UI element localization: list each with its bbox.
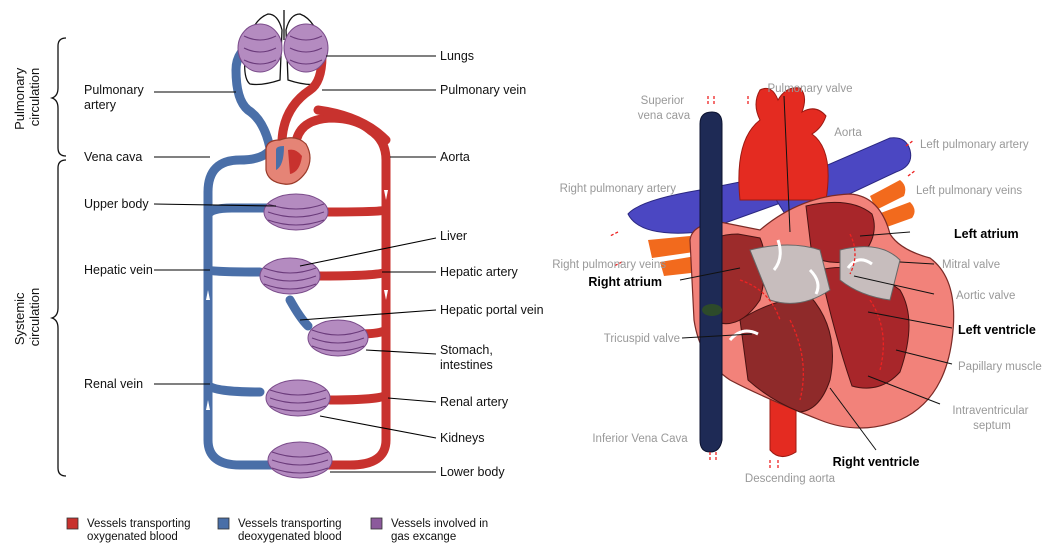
label-renal-artery: Renal artery [440,395,509,409]
label-pulmonary-artery: Pulmonary artery [84,83,147,112]
label-lower-body: Lower body [440,465,505,479]
label-hepatic-vein: Hepatic vein [84,263,153,277]
label-right-pulmonary-artery: Right pulmonary artery [560,183,677,195]
upper-body-capillaries [264,194,328,230]
label-left-pulmonary-veins: Left pulmonary veins [916,185,1022,197]
label-intraventricular-septum: Intraventricular septum [952,405,1031,432]
label-liver: Liver [440,229,467,243]
label-pulmonary-valve: Pulmonary valve [767,83,852,95]
label-descending-aorta: Descending aorta [745,473,836,485]
legend-label-oxygenated: Vessels transporting oxygenated blood [87,518,194,543]
label-upper-body: Upper body [84,197,149,211]
legend: Vessels transporting oxygenated blood Ve… [67,518,491,543]
label-tricuspid-valve: Tricuspid valve [604,333,680,345]
lower-body-capillaries [268,442,332,478]
label-lungs: Lungs [440,49,474,63]
label-right-ventricle: Right ventricle [833,455,920,469]
legend-swatch-gas-exchange [371,518,382,529]
label-mitral-valve: Mitral valve [942,259,1000,271]
label-aortic-valve: Aortic valve [956,290,1015,302]
label-right-pulmonary-veins: Right pulmonary veins [552,259,666,271]
label-left-atrium: Left atrium [954,227,1019,241]
pulmonary-label: Pulmonary circulation [12,64,42,130]
label-left-pulmonary-artery: Left pulmonary artery [920,139,1029,151]
kidneys-capillaries [266,380,330,416]
legend-label-gas-exchange: Vessels involved in gas excange [391,518,491,543]
legend-swatch-deoxygenated [218,518,229,529]
label-vena-cava: Vena cava [84,150,142,164]
pulmonary-brace [52,38,66,156]
label-renal-vein: Renal vein [84,377,143,391]
label-left-ventricle: Left ventricle [958,323,1036,337]
label-right-atrium: Right atrium [588,275,662,289]
systemic-brace [52,160,66,476]
legend-label-deoxygenated: Vessels transporting deoxygenated blood [238,518,345,543]
label-stomach-intestines: Stomach, intestines [440,343,496,372]
systemic-label: Systemic circulation [12,288,42,347]
stomach-capillaries [308,320,368,356]
label-inferior-vena-cava: Inferior Vena Cava [592,433,688,445]
label-pulmonary-vein: Pulmonary vein [440,83,526,97]
label-aorta: Aorta [440,150,470,164]
label-hepatic-artery: Hepatic artery [440,265,519,279]
lungs-capillaries [238,24,328,72]
label-papillary-muscle: Papillary muscle [958,361,1042,373]
label-superior-vena-cava: Superior vena cava [638,95,691,122]
legend-swatch-oxygenated [67,518,78,529]
label-hepatic-portal-vein: Hepatic portal vein [440,303,544,317]
heart-small [266,138,310,185]
label-heart-aorta: Aorta [834,127,862,139]
label-kidneys: Kidneys [440,431,484,445]
